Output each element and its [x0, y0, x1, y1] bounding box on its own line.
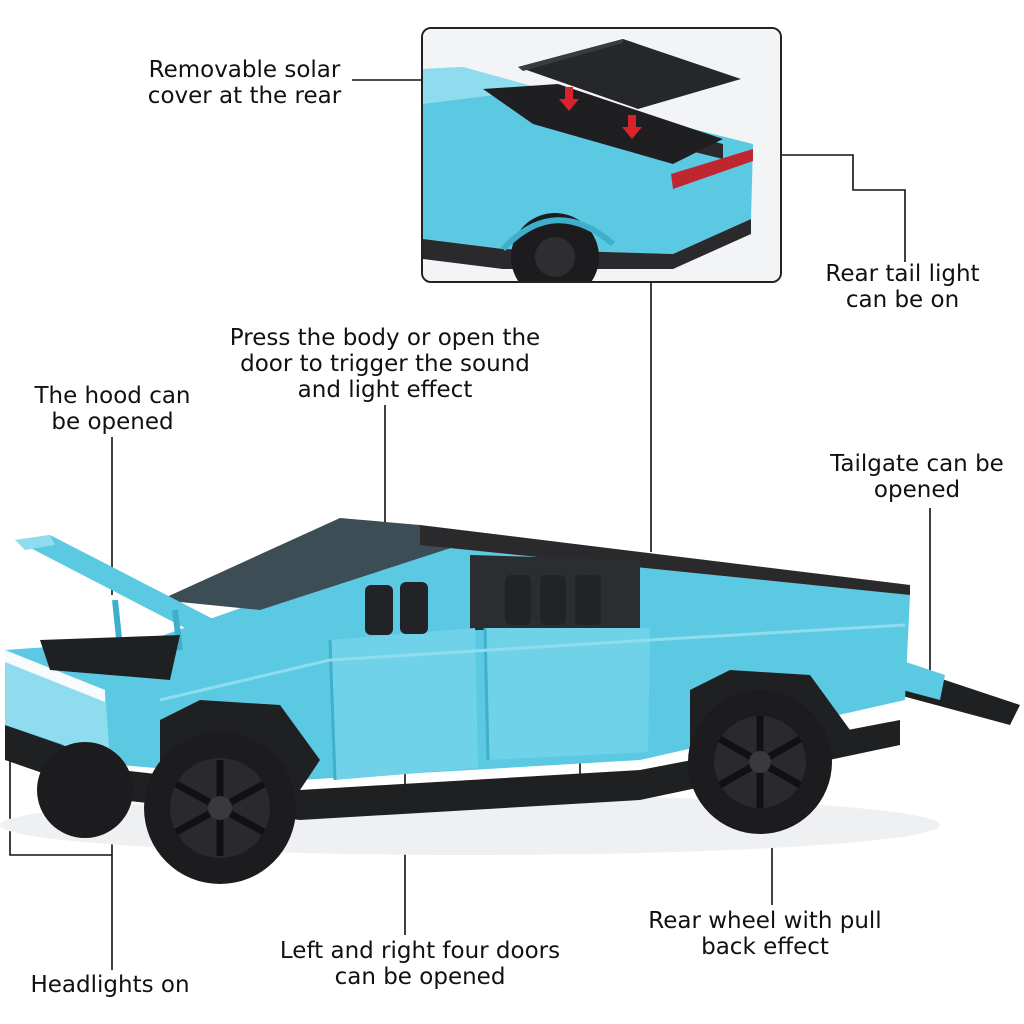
sound-effect-line-3: and light effect: [297, 377, 473, 403]
headlights-label: Headlights on: [10, 972, 210, 998]
tailgate-label: Tailgate can be opened: [812, 451, 1022, 503]
doors-line-1: Left and right four doors: [279, 938, 561, 964]
tail-light-line-2: can be on: [845, 287, 960, 313]
tailgate-line-2: opened: [873, 477, 961, 503]
rear-inset-frame: [421, 27, 782, 283]
rear-wheel-line-1: Rear wheel with pull: [648, 908, 882, 934]
tail-light-line-1: Rear tail light: [825, 261, 980, 287]
front-door-shape: [330, 628, 478, 780]
doors-label: Left and right four doors can be opened: [255, 938, 585, 990]
sound-effect-line-2: door to trigger the sound: [240, 351, 530, 377]
rear-wheel-label: Rear wheel with pull back effect: [625, 908, 905, 960]
tail-light-label: Rear tail light can be on: [800, 261, 1005, 313]
rear-bed-closeup-image: [423, 29, 780, 281]
hood-line-2: be opened: [51, 409, 174, 435]
tail-light-leader: [740, 154, 906, 262]
headlights-line-1: Headlights on: [30, 972, 190, 998]
solar-cover-label: Removable solar cover at the rear: [122, 57, 367, 109]
rear-door-shape: [485, 628, 650, 760]
rear-wheel-shape: [688, 690, 832, 834]
solar-cover-line-1: Removable solar: [148, 57, 341, 83]
solar-cover-line-2: cover at the rear: [147, 83, 342, 109]
sound-effect-line-1: Press the body or open the: [229, 325, 541, 351]
hood-label: The hood can be opened: [15, 383, 210, 435]
headlight-shape: [5, 650, 105, 702]
sound-effect-label: Press the body or open the door to trigg…: [205, 325, 565, 403]
hood-line-1: The hood can: [34, 383, 191, 409]
tail-light-shape: [671, 149, 753, 189]
hood-shape: [15, 535, 215, 628]
down-arrow-icon: [559, 87, 642, 139]
tailgate-line-1: Tailgate can be: [830, 451, 1004, 477]
doors-line-2: can be opened: [334, 964, 506, 990]
front-wheel-shape: [144, 732, 296, 884]
rear-wheel-line-2: back effect: [701, 934, 829, 960]
